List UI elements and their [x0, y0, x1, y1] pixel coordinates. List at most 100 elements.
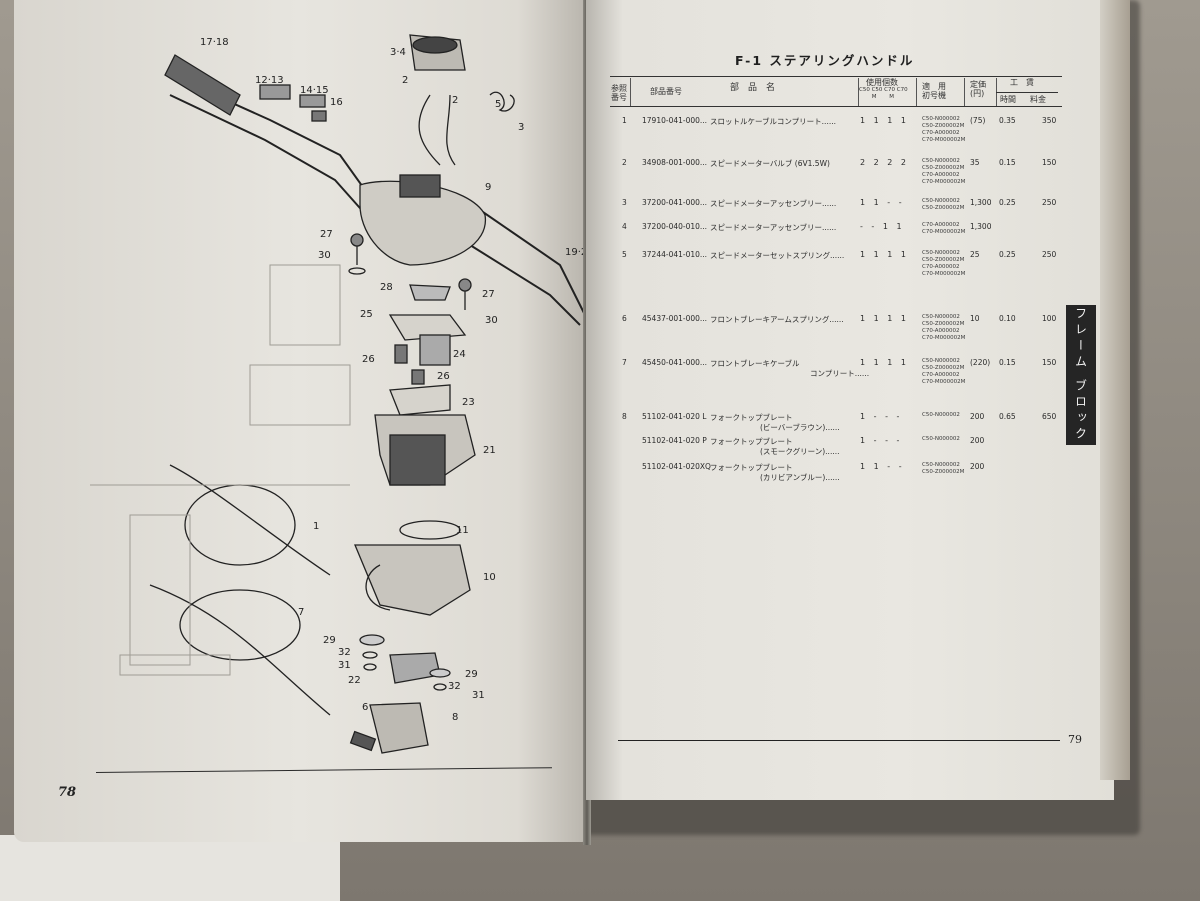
column-divider [630, 78, 631, 106]
callout-label: 19·20 [565, 247, 590, 258]
part-name-continued: コンプリート...... [810, 369, 870, 378]
callout-label: 9 [485, 182, 491, 193]
labor-time: 0.15 [999, 358, 1016, 367]
quantity: - - 1 1 [860, 222, 905, 231]
part-name: フロントブレーキアームスプリング...... [710, 315, 844, 324]
section-title: F-1 ステアリングハンドル [735, 53, 915, 68]
callout-label: 17·18 [200, 37, 229, 48]
table-row: 5 37244-041-010... スピードメーターセットスプリング.....… [610, 250, 1070, 280]
part-name: フォークトップブレート [710, 463, 793, 472]
ref-number: 2 [622, 158, 627, 167]
part-number: 45437-001-000... [642, 314, 708, 323]
wage-subheader-rule [996, 92, 1058, 93]
table-row: 3 37200-041-000... スピードメーターアッセンブリー......… [610, 198, 1070, 228]
table-row: 2 34908-001-000... スピードメーターバルブ (6V1.5W) … [610, 158, 1070, 188]
applicable-frame: C50-N000002 C50-Z000002M [922, 462, 965, 475]
callout-label: 31 [472, 690, 485, 701]
part-name: フォークトップブレート [710, 413, 793, 422]
left-page-number: 78 [58, 785, 77, 800]
part-number: 37244-041-010... [642, 250, 708, 259]
quantity: 1 1 1 1 [860, 314, 909, 323]
callout-label: 27 [320, 229, 333, 240]
table-row: 7 45450-041-000... フロントブレーキケーブル コンプリート..… [610, 358, 1070, 388]
part-name-continued: (スモークグリーン)...... [760, 447, 840, 456]
section-index-tab: フレーム ブロック [1066, 305, 1096, 445]
quantity: 1 1 1 1 [860, 250, 909, 259]
callout-label: 28 [380, 282, 393, 293]
callout-label: 8 [452, 712, 458, 723]
part-number: 17910-041-000... [642, 116, 708, 125]
labor-time: 0.25 [999, 250, 1016, 259]
callout-label: 23 [462, 397, 475, 408]
applicable-frame: C50-N000002 [922, 436, 960, 442]
part-number: 51102-041-020 P [642, 436, 707, 445]
column-divider [964, 78, 965, 106]
column-divider [916, 78, 917, 106]
part-name-continued: (ビーバーブラウン)...... [760, 423, 840, 432]
price: 200 [970, 462, 985, 471]
right-page-number: 79 [1068, 733, 1082, 746]
header-applicable-frame: 適 用 初号機 [922, 82, 946, 100]
labor-fee: 650 [1042, 412, 1057, 421]
callout-label: 2 [402, 75, 408, 86]
header-quantity: 使用個数 [866, 78, 898, 87]
part-number: 51102-041-020XQ [642, 462, 711, 471]
price: 200 [970, 412, 985, 421]
header-fee: 料金 [1030, 95, 1046, 104]
column-divider [858, 78, 859, 106]
applicable-frame: C50-N000002 [922, 412, 960, 418]
labor-time: 0.65 [999, 412, 1016, 421]
applicable-frame: C50-N000002 C50-Z000002M C70-A000002 C70… [922, 358, 966, 385]
part-number: 45450-041-000... [642, 358, 708, 367]
header-part-no: 部品番号 [650, 87, 682, 96]
callout-label: 6 [362, 702, 368, 713]
right-page [586, 0, 1114, 800]
callout-label: 29 [323, 635, 336, 646]
callout-label: 26 [362, 354, 375, 365]
applicable-frame: C50-N000002 C50-Z000002M C70-A000002 C70… [922, 250, 966, 277]
part-name: スピードメーターバルブ (6V1.5W) [710, 159, 830, 168]
table-row: 1 17910-041-000... スロットルケーブルコンプリート......… [610, 116, 1070, 146]
part-number: 37200-040-010... [642, 222, 708, 231]
price: 25 [970, 250, 980, 259]
price: 200 [970, 436, 985, 445]
ref-number: 3 [622, 198, 627, 207]
price: (75) [970, 116, 986, 125]
price: 1,300 [970, 222, 992, 231]
callout-label: 3·4 [390, 47, 406, 58]
callout-label: 25 [360, 309, 373, 320]
callout-label: 11 [456, 525, 469, 536]
part-name: フロントブレーキケーブル [710, 359, 800, 368]
applicable-frame: C50-N000002 C50-Z000002M C70-A000002 C70… [922, 314, 966, 341]
quantity: 1 - - - [860, 436, 903, 445]
table-row: 4 37200-040-010... スピードメーターアッセンブリー......… [610, 222, 1070, 252]
callout-label: 2 [452, 95, 458, 106]
part-name: スピードメーターセットスプリング...... [710, 251, 845, 260]
labor-fee: 150 [1042, 358, 1057, 367]
callout-label: 22 [348, 675, 361, 686]
ref-number: 7 [622, 358, 627, 367]
quantity: 1 1 - - [860, 462, 905, 471]
part-name: スロットルケーブルコンプリート...... [710, 117, 836, 126]
labor-fee: 250 [1042, 250, 1057, 259]
part-name-continued: (カリビアンブルー)...... [760, 473, 840, 482]
table-top-rule [610, 76, 1062, 77]
ref-number: 5 [622, 250, 627, 259]
header-quantity-models: C50 C50 C70 C70 M M [859, 87, 908, 100]
callout-label: 1 [313, 521, 319, 532]
table-row: 6 45437-001-000... フロントブレーキアームスプリング.....… [610, 314, 1070, 344]
paper-under-book [0, 835, 340, 901]
part-number: 51102-041-020 L [642, 412, 707, 421]
labor-time: 0.35 [999, 116, 1016, 125]
labor-fee: 250 [1042, 198, 1057, 207]
page-edges [1100, 0, 1130, 780]
exploded-parts-diagram: 17·18 12·13 14·15 16 3·4 2 2 5 3 9 19·20… [90, 34, 590, 754]
part-number: 34908-001-000... [642, 158, 708, 167]
header-time: 時間 [1000, 95, 1016, 104]
ref-number: 6 [622, 314, 627, 323]
part-name: スピードメーターアッセンブリー...... [710, 199, 837, 208]
price: 10 [970, 314, 980, 323]
quantity: 2 2 2 2 [860, 158, 909, 167]
callout-label: 27 [482, 289, 495, 300]
applicable-frame: C50-N000002 C50-Z000002M C70-A000002 C70… [922, 116, 966, 143]
